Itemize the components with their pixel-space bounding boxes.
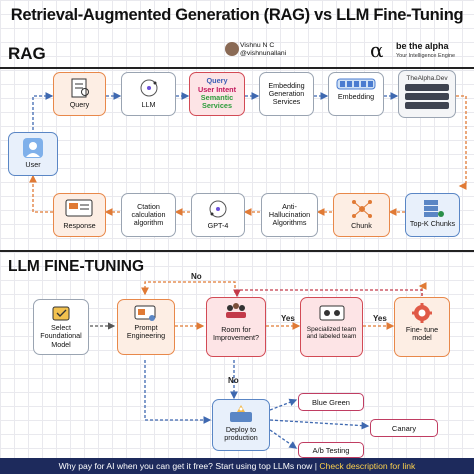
intent-user-intent: User Intent xyxy=(197,84,237,94)
node-citation: Ctation calculation algorithm xyxy=(121,193,176,237)
node-llm-label: LLM xyxy=(141,100,156,109)
vector-db-label: TheAlpha.Dev xyxy=(406,75,448,82)
response-monitor-icon xyxy=(65,199,92,217)
specialized-team-icon xyxy=(319,305,344,321)
author-name: Vishnu N C xyxy=(240,42,275,49)
author-info: Vishnu N C @vishnunallani xyxy=(240,42,286,58)
database-stack-icon xyxy=(405,84,449,110)
brand-tagline: Your Intelligence Engine xyxy=(396,53,456,59)
node-embedding-services: Embedding Generation Services xyxy=(259,72,314,116)
footer-banner: Why pay for AI when you can get it free?… xyxy=(0,458,474,474)
deploy-rocket-icon xyxy=(230,405,252,422)
intent-query: Query xyxy=(206,76,228,86)
author-handle: @vishnunallani xyxy=(240,49,287,57)
team-meeting-icon xyxy=(226,303,246,318)
embedding-vector-icon xyxy=(336,78,376,90)
node-deploy-label: Deploy to production xyxy=(224,425,258,443)
topk-stack-icon xyxy=(423,200,444,217)
chunk-network-icon xyxy=(351,200,372,218)
gpt-orbit-icon xyxy=(209,200,227,218)
select-model-icon xyxy=(52,306,70,321)
footer-link[interactable]: Check description for link xyxy=(319,461,416,471)
node-anti-hallucination: Anti-Hallucination Algorithms xyxy=(261,193,318,237)
no-label-top: No xyxy=(191,272,202,281)
node-response: Response xyxy=(53,193,106,237)
intent-semantic: Semantic xyxy=(200,93,234,102)
arrow-deploy-canary xyxy=(269,419,370,430)
node-select-label: Select Foundational Model xyxy=(40,323,82,349)
arrow-finetune-room xyxy=(233,289,423,298)
node-gpt4-label: GPT-4 xyxy=(207,221,229,230)
strategy-blue-green: Blue Green xyxy=(298,393,364,411)
arrow-deploy-bluegreen xyxy=(269,398,298,411)
node-deploy: Deploy to production xyxy=(212,399,270,451)
ft-heading: LLM FINE-TUNING xyxy=(8,258,145,275)
arrow-room-no-prompt xyxy=(141,281,236,296)
rag-divider xyxy=(0,67,474,69)
arrow-prompt-deploy xyxy=(144,360,212,424)
yes-label-2: Yes xyxy=(373,314,387,323)
arrow-response-user xyxy=(29,174,53,213)
node-embedding-services-label: Embedding Generation Services xyxy=(268,80,305,107)
node-intent: Query User Intent Semantic Services xyxy=(189,72,245,116)
rag-heading: RAG xyxy=(8,44,46,63)
intent-services: Services xyxy=(201,101,233,111)
node-gpt4: GPT-4 xyxy=(191,193,245,237)
footer-text: Why pay for AI when you can get it free?… xyxy=(58,461,317,471)
node-team-label: Specialized team and labeled team xyxy=(306,326,357,341)
node-llm: LLM xyxy=(121,72,176,116)
node-chunk-label: Chunk xyxy=(351,221,372,230)
node-room: Room for Improvement? xyxy=(206,297,266,357)
node-embedding-label: Embedding xyxy=(337,92,375,101)
node-citation-label: Ctation calculation algorithm xyxy=(131,201,166,228)
query-document-icon xyxy=(71,78,89,98)
node-team: Specialized team and labeled team xyxy=(300,297,363,357)
node-finetune: Fine- tune model xyxy=(394,297,450,357)
node-prompt-label: Prompt Engineering xyxy=(126,323,166,341)
node-prompt: Prompt Engineering xyxy=(117,299,175,355)
strategy-canary: Canary xyxy=(370,419,438,437)
node-query: Query xyxy=(53,72,106,116)
node-vector-db: TheAlpha.Dev xyxy=(398,70,456,118)
yes-label-1: Yes xyxy=(281,314,295,323)
node-embedding: Embedding xyxy=(328,72,384,116)
node-chunk: Chunk xyxy=(333,193,390,237)
arrow-finetune-loop xyxy=(418,282,427,296)
node-user: User xyxy=(8,132,58,176)
node-select-model: Select Foundational Model xyxy=(33,299,89,355)
node-finetune-label: Fine- tune model xyxy=(405,325,439,343)
node-response-label: Response xyxy=(63,221,96,230)
finetune-gear-icon xyxy=(412,303,432,323)
arrow-user-query xyxy=(32,92,54,130)
prompt-engineering-icon xyxy=(134,305,156,321)
ft-divider xyxy=(0,250,474,252)
page-title: Retrieval-Augmented Generation (RAG) vs … xyxy=(10,6,464,24)
author-avatar xyxy=(225,42,239,56)
node-topk-label: Top-K Chunks xyxy=(409,219,456,228)
alpha-logo-icon: α xyxy=(370,38,384,62)
user-icon xyxy=(23,138,43,158)
node-topk: Top-K Chunks xyxy=(405,193,460,237)
arrow-deploy-abtest xyxy=(269,429,298,449)
arrow-db-topk xyxy=(456,95,467,190)
no-label-bottom: No xyxy=(228,376,239,385)
brand-name: be the alpha xyxy=(396,41,449,51)
node-query-label: Query xyxy=(69,100,90,109)
node-user-label: User xyxy=(25,160,41,169)
strategy-ab-testing: A/b Testing xyxy=(298,442,364,458)
llm-orbit-icon xyxy=(140,79,157,97)
node-room-label: Room for Improvement? xyxy=(213,325,259,343)
node-anti-label: Anti-Hallucination Algorithms xyxy=(268,201,311,228)
